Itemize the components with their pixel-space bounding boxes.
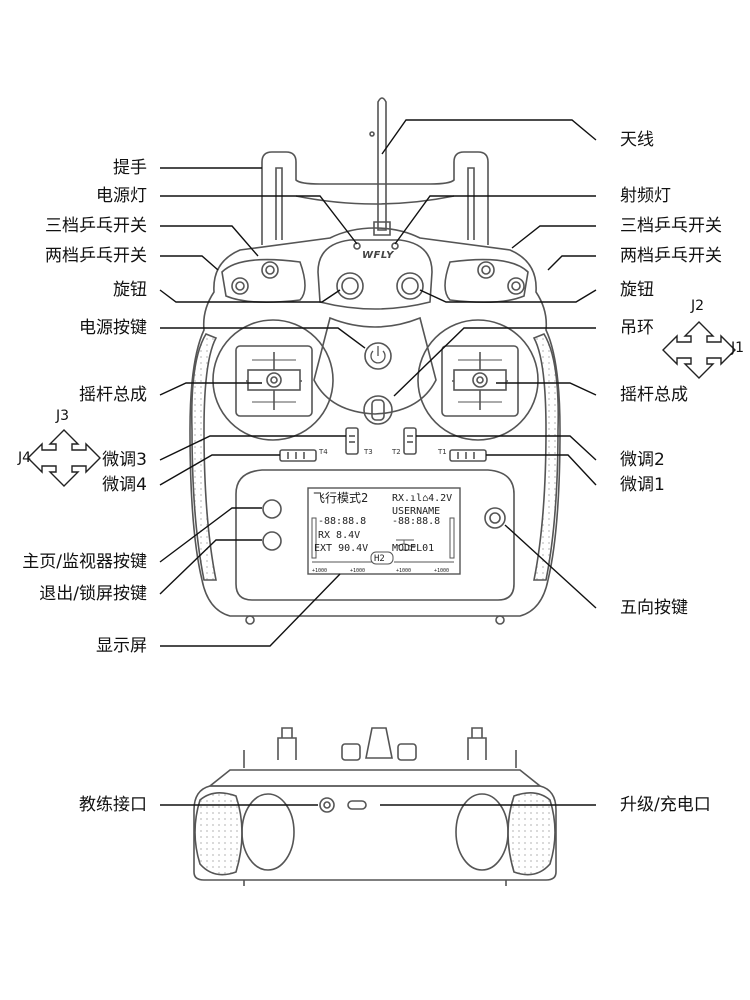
handle	[261, 151, 489, 245]
lcd-screen	[307, 487, 461, 575]
leader-3pos-l	[160, 225, 259, 257]
lcd-rx-voltage: RX 8.4V	[318, 530, 361, 541]
leader-lines	[159, 119, 597, 806]
label-nav-button: 五向按键	[620, 598, 688, 618]
label-usb-port: 升级/充电口	[620, 795, 711, 815]
lcd-timer2: -88:88.8	[392, 516, 441, 527]
lcd-ext-voltage: EXT 90.4V	[314, 543, 369, 554]
home-button	[262, 499, 282, 519]
leader-display	[160, 573, 341, 647]
leader-2pos-l	[160, 255, 219, 271]
leader-home	[159, 507, 262, 563]
trim-mark-t2: T2	[392, 448, 401, 456]
label-rf-led: 射频灯	[620, 186, 671, 206]
label-2pos-switch-left: 两档乒乓开关	[45, 246, 147, 266]
gimbal-left-ring	[212, 319, 334, 441]
label-display: 显示屏	[96, 636, 147, 656]
axis-label-j2: J2	[691, 298, 705, 314]
bottom-view	[193, 727, 557, 886]
axis-arrows-j1j2	[662, 321, 736, 379]
label-trim4: 微调4	[102, 475, 147, 495]
label-antenna: 天线	[620, 130, 654, 150]
leader-nav	[504, 524, 597, 609]
exit-button	[262, 531, 282, 551]
axis-label-j1: J1	[731, 340, 745, 356]
lcd-timer1: -88:88.8	[318, 516, 367, 527]
axis-label-j3: J3	[56, 408, 70, 424]
label-3pos-switch-right: 三档乒乓开关	[620, 216, 722, 236]
lcd-mode-badge: H2	[374, 554, 385, 564]
lcd-model-name: MODEL01	[392, 543, 435, 554]
lcd-scale-c: +1000	[396, 568, 412, 574]
label-power-led: 电源灯	[96, 186, 147, 206]
lcd-username: USERNAME	[392, 506, 441, 517]
switch-3pos-right	[477, 261, 495, 279]
trim-mark-t4: T4	[319, 448, 328, 456]
leader-trim1	[486, 454, 597, 486]
label-2pos-switch-right: 两档乒乓开关	[620, 246, 722, 266]
axis-label-j4: J4	[18, 450, 32, 466]
switch-2pos-left	[231, 277, 249, 295]
leader-trim4	[159, 454, 280, 486]
lcd-flight-mode: 飞行模式2	[313, 491, 369, 505]
label-trim3: 微调3	[102, 450, 147, 470]
trainer-port	[319, 797, 335, 813]
axis-arrows-j3j4	[27, 429, 101, 487]
trim1-slider	[449, 449, 487, 462]
bottom-body	[193, 785, 557, 881]
gimbal-left	[235, 345, 313, 417]
leader-gimbal-r	[496, 382, 597, 396]
label-gimbal-right: 摇杆总成	[620, 385, 688, 405]
lcd-scale-b: +1000	[350, 568, 366, 574]
lcd-scale-a: +1000	[312, 568, 328, 574]
lcd-rx-battery: RX.ıl⌂4.2V	[392, 493, 453, 504]
label-trim2: 微调2	[620, 450, 665, 470]
leader-power-btn	[160, 327, 366, 349]
label-knob-left: 旋钮	[113, 280, 147, 300]
trim-mark-t3: T3	[364, 448, 373, 456]
antenna	[377, 97, 387, 231]
knob-right	[396, 272, 424, 300]
leader-trim3	[159, 435, 346, 461]
trim3-slider	[345, 427, 359, 455]
gimbal-right-ring	[417, 319, 539, 441]
hook	[363, 395, 393, 425]
leader-rf-led	[394, 195, 596, 245]
knob-left	[336, 272, 364, 300]
switch-2pos-right	[507, 277, 525, 295]
nav-button	[484, 507, 506, 529]
trim2-slider	[403, 427, 417, 455]
usb-port	[347, 800, 367, 810]
leader-hook	[393, 327, 596, 397]
label-trim1: 微调1	[620, 475, 665, 495]
leader-knob-l	[159, 289, 341, 303]
label-home-button: 主页/监视器按键	[22, 552, 147, 572]
label-hook: 吊环	[620, 318, 654, 338]
brand-logo: WFLY	[362, 250, 394, 261]
label-power-button: 电源按键	[79, 318, 147, 338]
trim4-slider	[279, 449, 317, 462]
leader-gimbal-l	[159, 382, 262, 396]
switch-3pos-left	[261, 261, 279, 279]
front-view	[189, 97, 561, 625]
label-gimbal-left: 摇杆总成	[79, 385, 147, 405]
body-outline	[189, 227, 561, 617]
label-exit-button: 退出/锁屏按键	[39, 584, 147, 604]
leader-3pos-r	[511, 225, 596, 249]
leader-knob-r	[419, 289, 597, 303]
label-knob-right: 旋钮	[620, 280, 654, 300]
gimbal-right	[441, 345, 519, 417]
leader-exit	[159, 539, 262, 595]
lcd-scale-d: +1000	[434, 568, 450, 574]
power-button	[364, 342, 392, 370]
label-handle: 提手	[113, 158, 147, 178]
trim-mark-t1: T1	[438, 448, 447, 456]
leader-2pos-r	[547, 255, 596, 271]
leader-trim2	[416, 435, 597, 461]
leader-power-led	[160, 195, 358, 245]
label-3pos-switch-left: 三档乒乓开关	[45, 216, 147, 236]
leader-antenna	[381, 119, 597, 155]
label-trainer-port: 教练接口	[79, 795, 147, 815]
